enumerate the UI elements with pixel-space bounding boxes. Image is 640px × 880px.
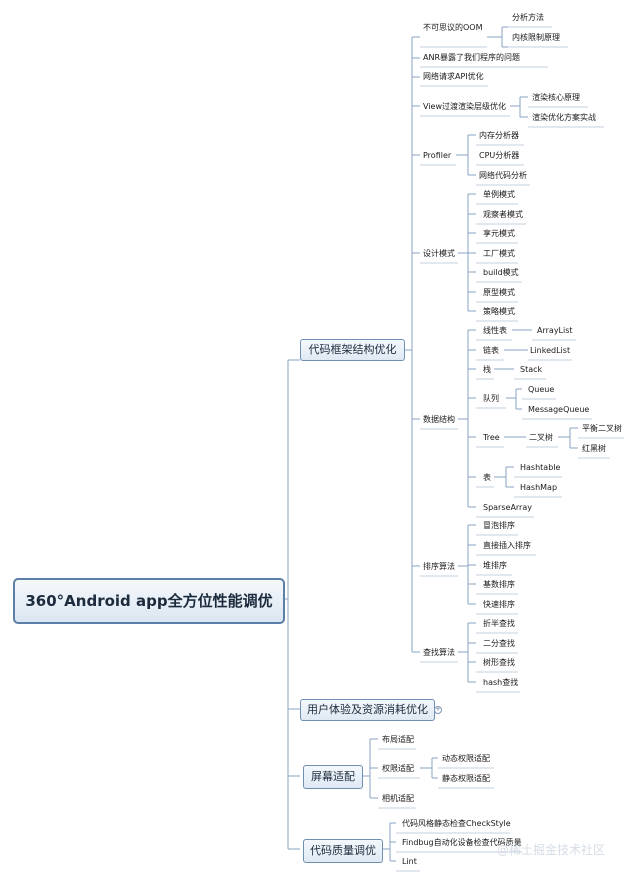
node-ds-queuecat[interactable]: 队列 [483, 394, 499, 403]
node-quality-item[interactable]: Lint [402, 857, 417, 866]
node-screen-layout[interactable]: 布局适配 [382, 735, 414, 744]
node-ds-arraylist[interactable]: ArrayList [537, 326, 573, 335]
node-quality-item[interactable]: Findbug自动化设备检查代码质量 [402, 838, 522, 847]
node-oom-analysis[interactable]: 分析方法 [512, 13, 544, 22]
node-network[interactable]: 网络请求API优化 [423, 72, 484, 81]
node-design-item[interactable]: build模式 [483, 268, 519, 277]
node-view[interactable]: View过渡渲染层级优化 [423, 102, 506, 111]
node-quality-item[interactable]: 代码风格静态检查CheckStyle [402, 819, 511, 828]
node-screen-perm-dynamic[interactable]: 动态权限适配 [442, 754, 490, 763]
node-sort-item[interactable]: 快速排序 [483, 600, 515, 609]
node-anr[interactable]: ANR暴露了我们程序的问题 [423, 53, 521, 62]
node-sort[interactable]: 排序算法 [423, 562, 455, 571]
node-search-item[interactable]: hash查找 [483, 678, 519, 687]
node-ds-stackcat[interactable]: 栈 [483, 365, 491, 374]
node-oom[interactable]: 不可思议的OOM [423, 23, 483, 32]
node-sort-item[interactable]: 冒泡排序 [483, 521, 515, 530]
node-design-item[interactable]: 原型模式 [483, 288, 515, 297]
node-profiler-network[interactable]: 网络代码分析 [479, 171, 527, 180]
node-design-item[interactable]: 工厂模式 [483, 249, 515, 258]
node-search-item[interactable]: 树形查找 [483, 658, 515, 667]
node-design-item[interactable]: 观察者模式 [483, 210, 523, 219]
node-search[interactable]: 查找算法 [423, 648, 455, 657]
watermark: @稀土掘金技术社区 [497, 843, 606, 857]
node-ds-messagequeue[interactable]: MessageQueue [528, 405, 590, 414]
topic-ux[interactable]: 用户体验及资源消耗优化 [300, 699, 435, 721]
node-sort-item[interactable]: 直接插入排序 [483, 541, 531, 550]
node-ds[interactable]: 数据结构 [423, 415, 455, 424]
topic-quality[interactable]: 代码质量调优 [303, 839, 383, 863]
node-ds-linkedlist[interactable]: LinkedList [530, 346, 571, 355]
node-view-practice[interactable]: 渲染优化方案实战 [532, 113, 596, 122]
node-ds-table[interactable]: 表 [483, 473, 491, 482]
node-ds-hashtable[interactable]: Hashtable [520, 463, 561, 472]
node-ds-stack[interactable]: Stack [520, 365, 543, 374]
expand-icon[interactable]: + [434, 706, 442, 714]
node-search-item[interactable]: 折半查找 [483, 619, 515, 628]
node-ds-tree[interactable]: Tree [483, 433, 500, 442]
node-view-core[interactable]: 渲染核心原理 [532, 93, 580, 102]
node-profiler[interactable]: Profiler [423, 151, 452, 160]
node-ds-balanced[interactable]: 平衡二叉树 [582, 424, 622, 433]
node-profiler-cpu[interactable]: CPU分析器 [479, 151, 520, 160]
node-screen-camera[interactable]: 相机适配 [382, 794, 414, 803]
topic-screen[interactable]: 屏幕适配 [303, 765, 363, 789]
node-design-item[interactable]: 享元模式 [483, 229, 515, 238]
node-sort-item[interactable]: 堆排序 [483, 561, 507, 570]
node-ds-sparsearray[interactable]: SparseArray [483, 503, 532, 512]
node-oom-kernel[interactable]: 内核限制原理 [512, 33, 560, 42]
node-ds-redblack[interactable]: 红黑树 [582, 444, 606, 453]
node-ds-hashmap[interactable]: HashMap [520, 483, 558, 492]
topic-code-arch[interactable]: 代码框架结构优化 [300, 339, 405, 361]
node-screen-perm[interactable]: 权限适配 [382, 764, 414, 773]
node-sort-item[interactable]: 基数排序 [483, 580, 515, 589]
node-design[interactable]: 设计模式 [423, 249, 455, 258]
node-profiler-memory[interactable]: 内存分析器 [479, 131, 519, 140]
node-screen-perm-static[interactable]: 静态权限适配 [442, 774, 490, 783]
node-design-item[interactable]: 策略模式 [483, 307, 515, 316]
node-ds-linear[interactable]: 线性表 [483, 326, 507, 335]
root-topic[interactable]: 360°Android app全方位性能调优 [13, 578, 285, 624]
node-search-item[interactable]: 二分查找 [483, 639, 515, 648]
node-design-item[interactable]: 单例模式 [483, 190, 515, 199]
node-ds-queue[interactable]: Queue [528, 385, 555, 394]
node-ds-linked[interactable]: 链表 [483, 346, 499, 355]
node-ds-binary[interactable]: 二叉树 [529, 433, 553, 442]
